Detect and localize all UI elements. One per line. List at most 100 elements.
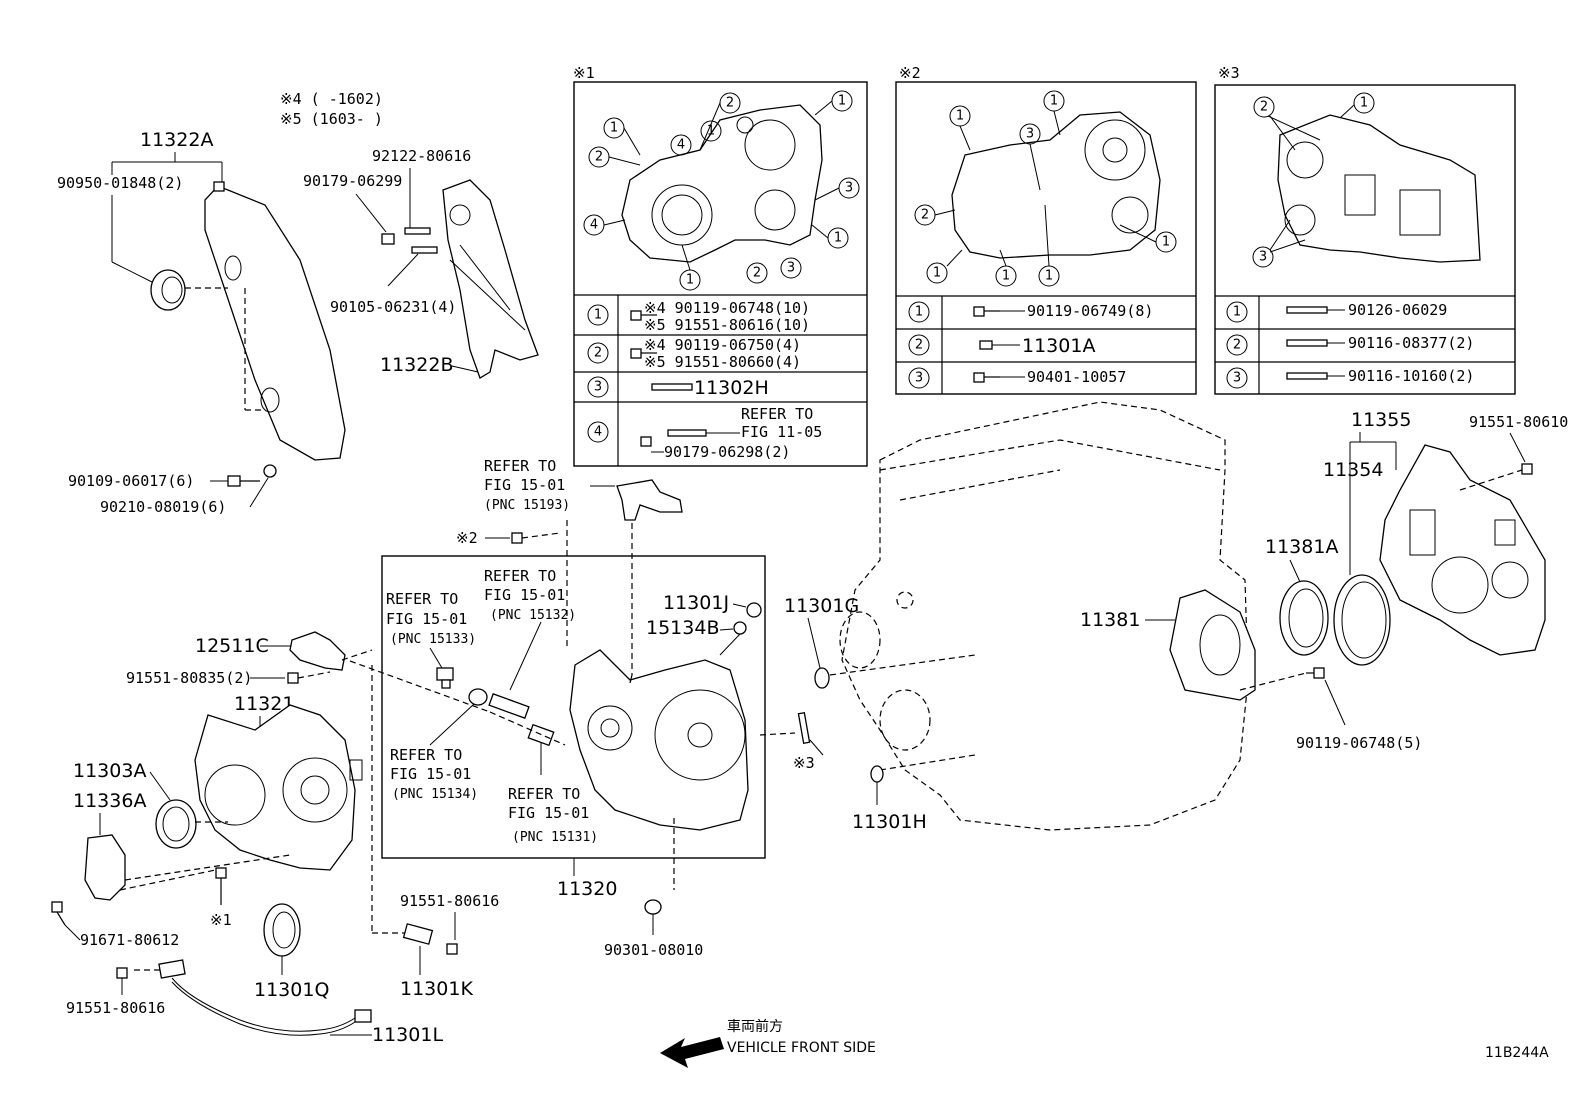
inset2-mark: ※2 [899, 64, 921, 82]
svg-text:(PNC 15133): (PNC 15133) [390, 632, 476, 647]
label-15134B: 15134B [646, 617, 719, 639]
label-91671: 91671-80612 [80, 931, 179, 949]
spring-15132 [488, 693, 530, 719]
svg-text:90401-10057: 90401-10057 [1027, 368, 1126, 386]
svg-text:90119-06749(8): 90119-06749(8) [1027, 302, 1153, 320]
svg-text:3: 3 [1233, 371, 1241, 386]
svg-text:90116-08377(2): 90116-08377(2) [1348, 334, 1474, 352]
label-11354: 11354 [1323, 459, 1383, 481]
inset1-table: 1 2 3 4 ※4 90119-06748(10) ※5 91551-8061… [587, 299, 822, 461]
figure-code: 11B244A [1485, 1045, 1549, 1061]
svg-text:1: 1 [1360, 96, 1368, 111]
label-11381: 11381 [1080, 609, 1140, 631]
svg-text:FIG 11-05: FIG 11-05 [741, 423, 822, 441]
svg-text:3: 3 [1026, 127, 1034, 142]
svg-text:(PNC 15132): (PNC 15132) [490, 608, 576, 623]
svg-text:3: 3 [845, 181, 853, 196]
bolt-nut-90109 [227, 464, 277, 487]
svg-text:FIG 15-01: FIG 15-01 [390, 765, 471, 783]
inset1-callouts: 1 2 1 1 4 2 3 4 1 2 3 1 [583, 90, 860, 291]
svg-text:FIG 15-01: FIG 15-01 [484, 476, 565, 494]
svg-text:2: 2 [726, 96, 734, 111]
label-11301K: 11301K [400, 978, 473, 1000]
svg-text:2: 2 [753, 266, 761, 281]
inset2-frame [895, 81, 1197, 395]
svg-text:90179-06298(2): 90179-06298(2) [664, 443, 790, 461]
svg-text:1: 1 [933, 266, 941, 281]
label-11355: 11355 [1351, 409, 1411, 431]
label-11301L: 11301L [372, 1024, 443, 1046]
label-91551-80835: 91551-80835(2) [126, 669, 252, 687]
label-11301J: 11301J [663, 592, 729, 614]
oring-11301H [870, 765, 884, 783]
oring-90301 [644, 899, 662, 915]
label-90105: 90105-06231(4) [330, 298, 456, 316]
bolt-mark2 [511, 532, 523, 544]
label-92122: 92122-80616 [372, 147, 471, 165]
seal-11301Q [263, 903, 301, 957]
label-11322A: 11322A [140, 129, 213, 151]
svg-text:1: 1 [1233, 305, 1241, 320]
svg-text:1: 1 [1050, 94, 1058, 109]
inset3-callouts: 1 2 3 [1252, 92, 1375, 268]
svg-text:90116-10160(2): 90116-10160(2) [1348, 367, 1474, 385]
svg-text:REFER TO: REFER TO [484, 457, 556, 475]
stud-mark3 [797, 711, 811, 745]
svg-text:4: 4 [594, 425, 602, 440]
inset3-plate-sketch [1277, 114, 1481, 263]
front-arrow-icon [660, 1037, 724, 1068]
guide-11336A [84, 834, 126, 901]
svg-text:4: 4 [677, 138, 685, 153]
front-label-jp: 車両前方 [727, 1018, 783, 1035]
inset3-table: 1 2 3 90126-06029 90116-08377(2) 90116-1… [1226, 301, 1474, 389]
ring-15134 [468, 688, 488, 706]
mark-1-left: ※1 [210, 911, 232, 929]
bolt-91551-80610 [1521, 463, 1533, 475]
svg-text:1: 1 [834, 231, 842, 246]
engine-block-phantom [839, 401, 1249, 831]
svg-text:2: 2 [594, 346, 602, 361]
svg-text:※4 90119-06748(10): ※4 90119-06748(10) [644, 299, 810, 317]
label-11322B: 11322B [380, 354, 453, 376]
svg-text:(PNC 15193): (PNC 15193) [484, 498, 570, 513]
svg-text:REFER TO: REFER TO [741, 405, 813, 423]
label-91551-80610: 91551-80610 [1469, 413, 1568, 431]
oil-pump-cover-11320 [569, 649, 749, 831]
svg-text:1: 1 [1162, 235, 1170, 250]
inset2-table: 1 2 3 90119-06749(8) 11301A 90401-10057 [908, 301, 1153, 389]
label-90109: 90109-06017(6) [68, 472, 194, 490]
sensor-11301K [402, 923, 458, 955]
svg-text:2: 2 [595, 150, 603, 165]
bolt-90119-06748 [1313, 667, 1325, 679]
seal-11381A [1279, 580, 1329, 656]
svg-text:4: 4 [590, 218, 598, 233]
svg-text:1: 1 [686, 273, 694, 288]
svg-text:11301A: 11301A [1022, 335, 1095, 357]
svg-text:(PNC 15131): (PNC 15131) [512, 830, 598, 845]
lower-cover-11321 [194, 704, 363, 871]
svg-text:FIG 15-01: FIG 15-01 [484, 586, 565, 604]
label-11336A: 11336A [73, 790, 146, 812]
seal-retainer-11381 [1169, 589, 1256, 701]
svg-text:FIG 15-01: FIG 15-01 [386, 610, 467, 628]
mark-3-mid: ※3 [793, 754, 815, 772]
bolt-91671 [51, 901, 63, 913]
label-11301Q: 11301Q [254, 979, 329, 1001]
svg-text:3: 3 [787, 261, 795, 276]
label-12511C: 12511C [195, 635, 269, 657]
inset3-mark: ※3 [1218, 64, 1240, 82]
gasket-11354 [1333, 574, 1391, 666]
sensor-wire-11301L [158, 959, 372, 1036]
svg-text:2: 2 [1233, 338, 1241, 353]
label-11381A: 11381A [1265, 536, 1338, 558]
end-plate-11355 [1379, 444, 1546, 656]
label-11301H: 11301H [852, 811, 927, 833]
svg-text:1: 1 [1002, 269, 1010, 284]
seal-washer [150, 269, 186, 311]
label-11301G: 11301G [784, 595, 859, 617]
label-11303A: 11303A [73, 760, 146, 782]
gasket-15193 [616, 479, 683, 521]
label-90119-06748-5: 90119-06748(5) [1296, 734, 1422, 752]
label-90210: 90210-08019(6) [100, 498, 226, 516]
